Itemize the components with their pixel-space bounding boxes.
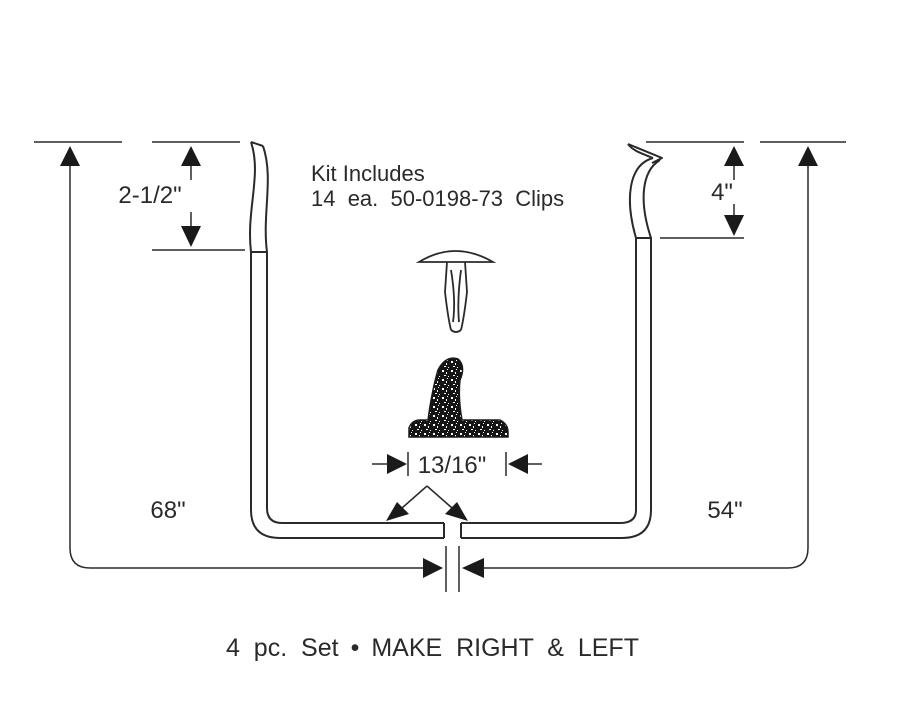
left-strip-outer	[249, 141, 444, 539]
arrow-down-left-icon	[386, 502, 409, 521]
kit-includes-title: Kit Includes	[311, 161, 425, 186]
arrow-up-icon	[60, 146, 80, 166]
right-lip-dimension: 4"	[711, 146, 744, 236]
arrow-down-icon	[724, 215, 744, 236]
joint-indicator	[386, 485, 468, 521]
arrow-up-icon	[724, 146, 744, 166]
right-lip-label: 4"	[711, 179, 733, 206]
footer-text: 4 pc. Set • MAKE RIGHT & LEFT	[226, 634, 639, 662]
weatherstrip-outline	[249, 141, 663, 539]
right-length-label: 54"	[707, 497, 742, 524]
arrow-up-icon	[181, 146, 201, 166]
clip-icon	[415, 250, 497, 333]
right-strip-inner	[461, 159, 661, 539]
arrow-left-icon	[462, 558, 484, 578]
bullet-separator: •	[351, 634, 360, 662]
arrow-right-icon	[387, 454, 407, 474]
right-lip-tip	[627, 143, 663, 164]
length-dimensions	[69, 166, 809, 592]
weatherstrip-profile-icon	[408, 357, 509, 438]
left-lip-dimension: 2-1/2"	[118, 146, 201, 247]
arrow-down-right-icon	[445, 502, 468, 521]
profile-width-dimension: 13/16"	[372, 452, 542, 479]
arrow-right-icon	[423, 558, 443, 578]
profile-width-label: 13/16"	[418, 452, 487, 479]
set-count: 4 pc. Set	[226, 634, 339, 662]
kit-includes-clips: 14 ea. 50-0198-73 Clips	[311, 186, 564, 211]
right-lip-hook	[627, 143, 654, 159]
make-right-left: MAKE RIGHT & LEFT	[371, 634, 639, 662]
arrow-up-icon	[798, 146, 818, 166]
right-strip-outer	[461, 157, 654, 524]
left-length-label: 68"	[150, 497, 185, 524]
reference-lines	[34, 141, 846, 251]
left-lip-label: 2-1/2"	[118, 182, 181, 209]
arrow-down-icon	[181, 226, 201, 247]
left-lip-tip	[250, 141, 264, 147]
arrow-left-icon	[508, 454, 528, 474]
